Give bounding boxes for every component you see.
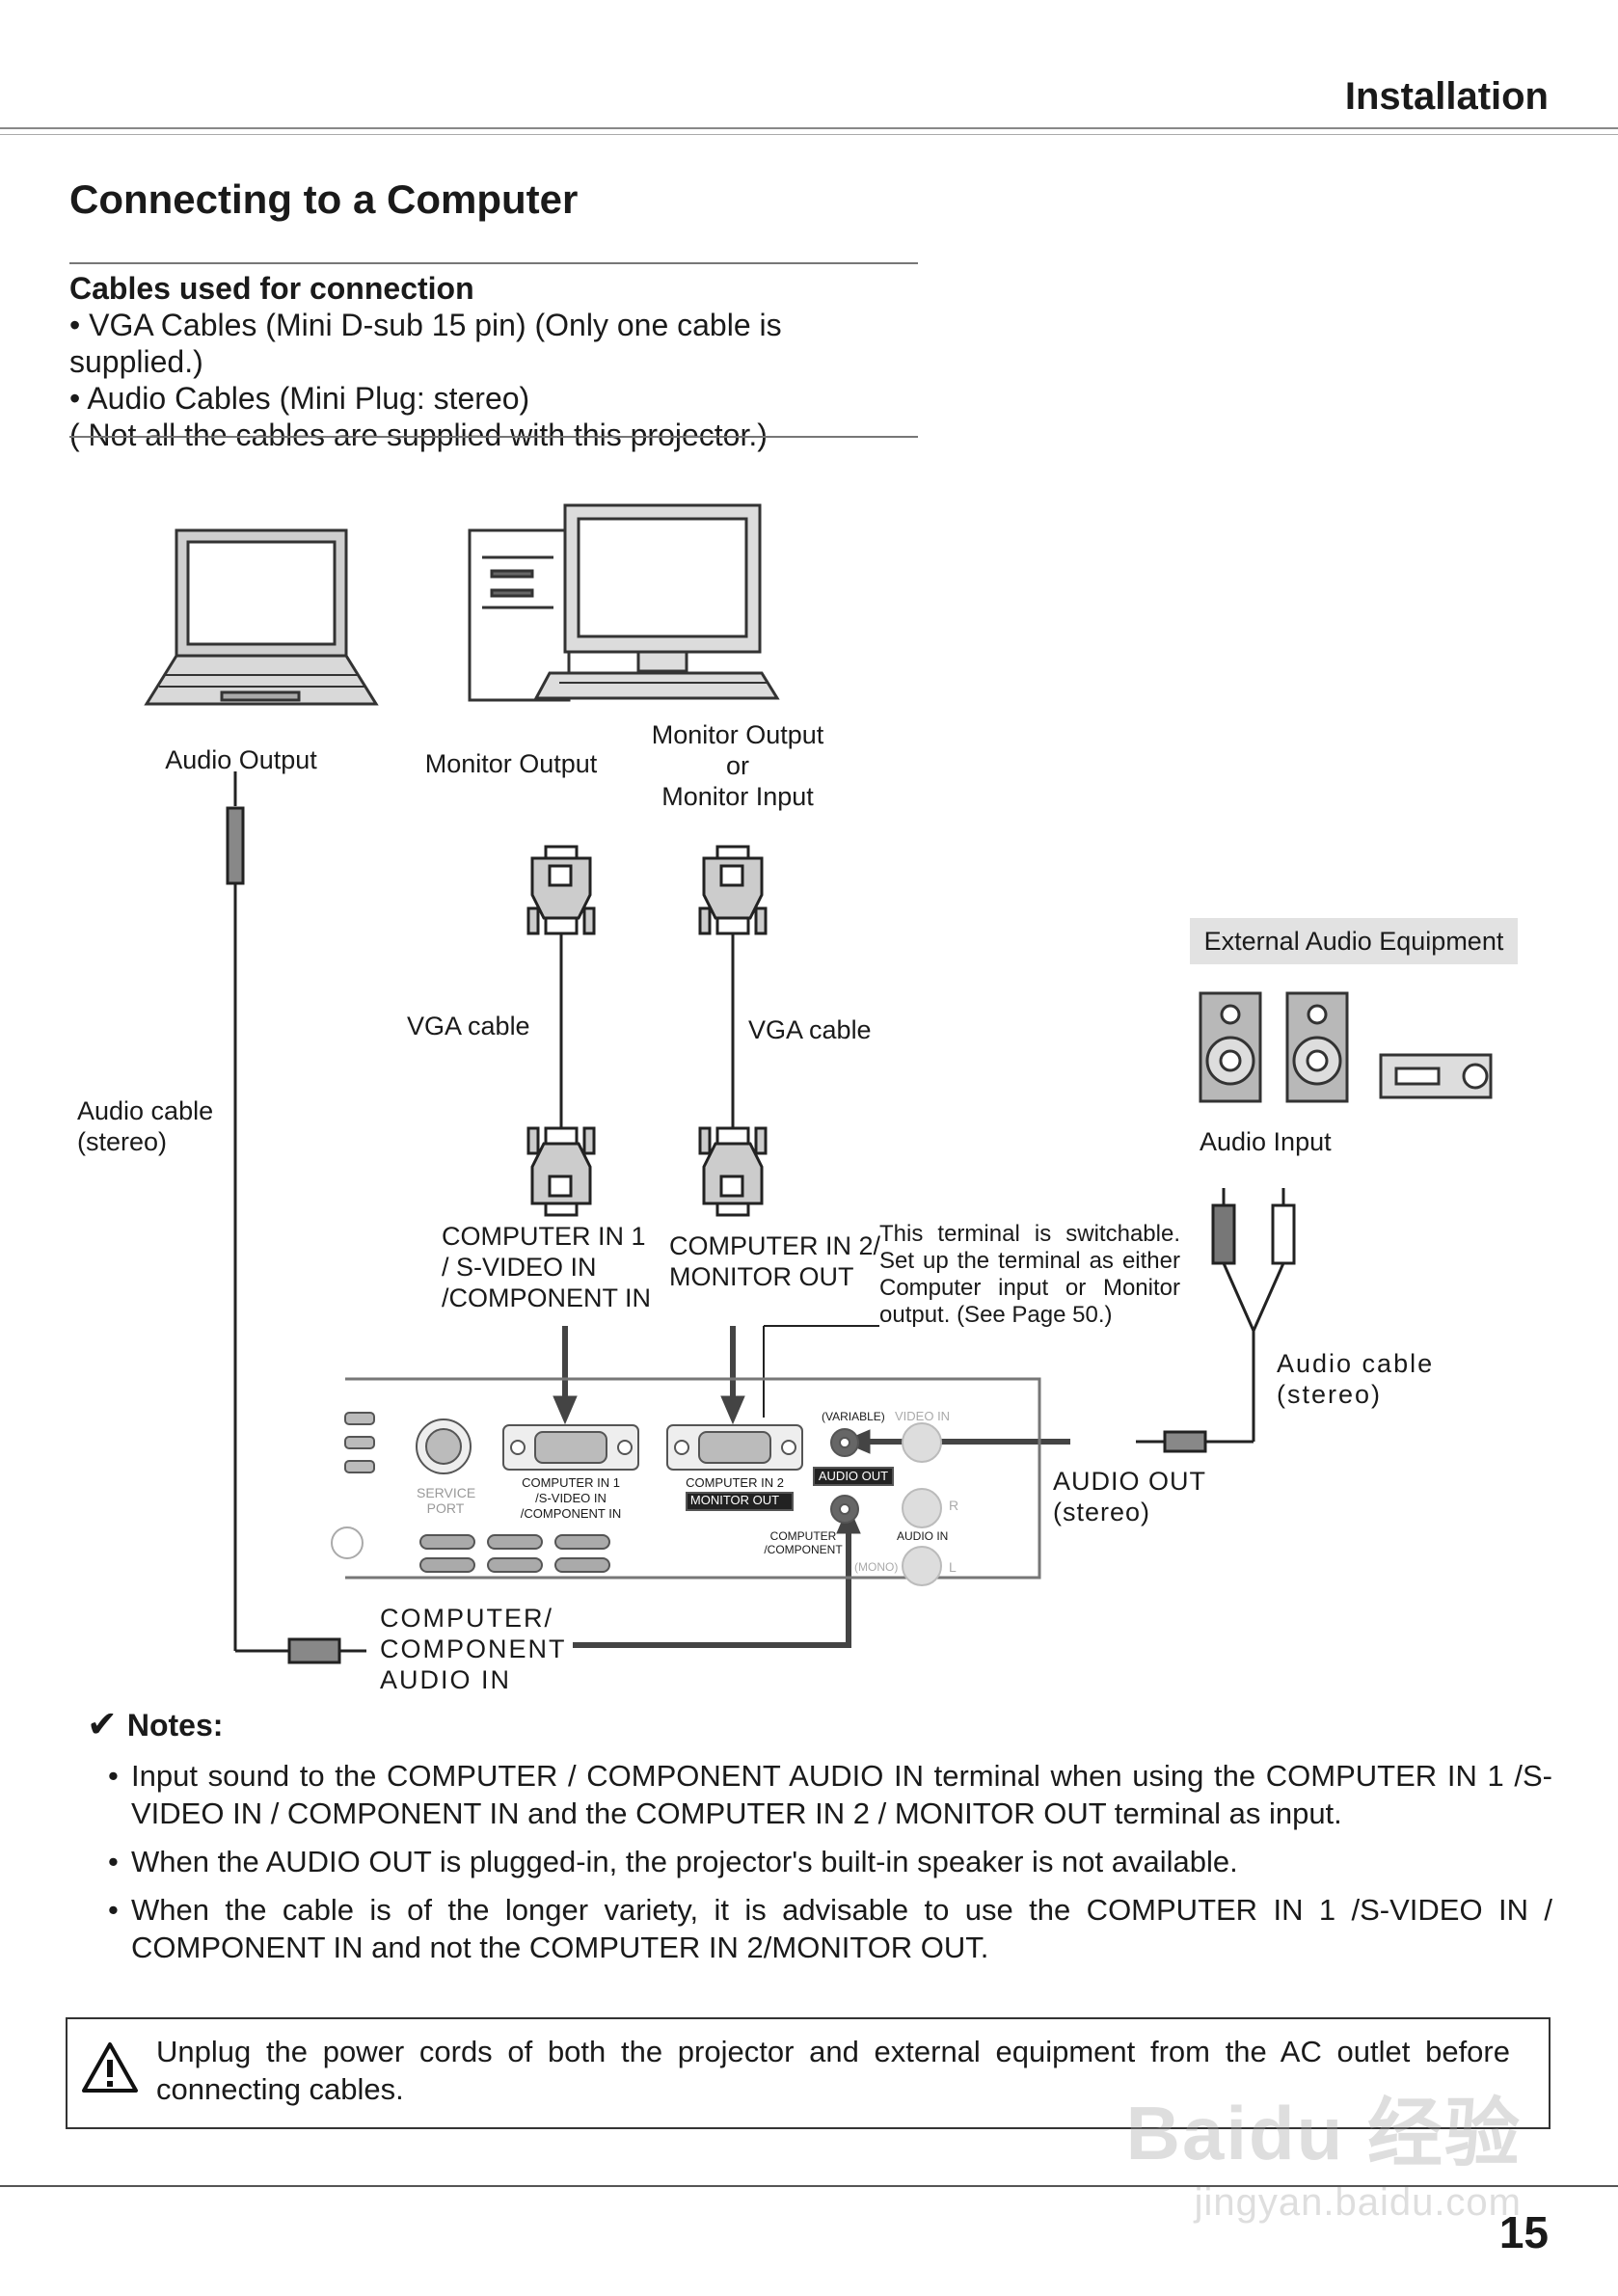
arrow-audio-out (841, 1429, 1070, 1454)
label-line: COMPUTER IN 2 (686, 1475, 784, 1490)
cables-section: Cables used for connection • VGA Cables … (69, 270, 918, 453)
label-line: (stereo) (77, 1127, 168, 1156)
page-title: Connecting to a Computer (69, 176, 579, 222)
vga-plug-top-right (698, 845, 768, 935)
header-rule (0, 127, 1618, 129)
notes-list: Input sound to the COMPUTER / COMPONENT … (87, 1757, 1552, 1966)
header-rule-thin (0, 134, 1618, 135)
label-line: /S-VIDEO IN (535, 1491, 607, 1505)
cables-bottom-rule (69, 436, 918, 438)
notes-heading-text: Notes: (126, 1707, 224, 1742)
arrow-audio-in (573, 1504, 861, 1648)
amplifier-icon (1379, 1053, 1493, 1099)
notes-section: ✔ Notes: Input sound to the COMPUTER / C… (87, 1707, 1552, 1977)
diagram-drawing (144, 503, 1493, 1664)
panel-variable-label: (VARIABLE) (822, 1410, 885, 1423)
baidu-watermark-url: jingyan.baidu.com (1194, 2181, 1522, 2224)
cables-item: • Audio Cables (Mini Plug: stereo) (69, 381, 530, 416)
audio-cable-left-label: Audio cable (stereo) (77, 1095, 213, 1157)
monitor-output-or-input-label: Monitor Output or Monitor Input (636, 719, 839, 812)
label-line: COMPUTER IN 1 (442, 1222, 646, 1251)
label-line: PORT (426, 1500, 465, 1516)
label-line: /COMPONENT (764, 1543, 843, 1556)
footer-rule (0, 2185, 1618, 2187)
panel-mono-label: (MONO) (854, 1560, 899, 1574)
checkmark-icon: ✔ (87, 1705, 118, 1745)
cables-heading: Cables used for connection (69, 271, 474, 306)
label-line: AUDIO IN (380, 1665, 512, 1694)
speaker-icon (1285, 991, 1349, 1103)
panel-l-label: L (949, 1559, 957, 1575)
section-header: Installation (1344, 75, 1549, 118)
note-item: Input sound to the COMPUTER / COMPONENT … (87, 1757, 1552, 1832)
arrow-computer-in-2 (720, 1326, 745, 1425)
label-line: / S-VIDEO IN (442, 1253, 597, 1282)
monitor-icon (533, 503, 780, 700)
panel-computer-component-label: COMPUTER /COMPONENT (762, 1529, 845, 1556)
note-item: When the AUDIO OUT is plugged-in, the pr… (87, 1843, 1552, 1880)
connection-diagram: Audio Output Monitor Output Monitor Outp… (0, 463, 1618, 1707)
speaker-icon (1199, 991, 1262, 1103)
note-item: When the cable is of the longer variety,… (87, 1891, 1552, 1966)
vga-cable-right-label: VGA cable (748, 1015, 872, 1044)
label-line: AUDIO OUT (1053, 1467, 1207, 1496)
vga-cable-left-label: VGA cable (407, 1012, 530, 1040)
label-line: or (725, 751, 749, 780)
panel-service-port-label: SERVICE PORT (417, 1485, 476, 1516)
cables-item: ( Not all the cables are supplied with t… (69, 418, 768, 452)
cables-top-rule (69, 262, 918, 264)
page-number: 15 (1498, 2207, 1549, 2257)
vga-plug-bottom-right (698, 1126, 768, 1217)
warning-box: Unplug the power cords of both the proje… (66, 2017, 1551, 2129)
label-line: (stereo) (1277, 1380, 1383, 1409)
label-line: /COMPONENT IN (442, 1283, 652, 1312)
notes-heading: ✔ Notes: (87, 1707, 1552, 1743)
switchable-terminal-note: This terminal is switchable. Set up the … (879, 1221, 1180, 1328)
label-line: COMPUTER IN 2/ (669, 1231, 881, 1260)
panel-audio-in-label: AUDIO IN (897, 1529, 949, 1543)
laptop-icon (144, 528, 379, 706)
label-line: /COMPONENT IN (520, 1506, 622, 1521)
external-audio-equipment-label: External Audio Equipment (1190, 918, 1518, 964)
label-line: Monitor Input (661, 782, 814, 811)
computer-in-1-label: COMPUTER IN 1 / S-VIDEO IN /COMPONENT IN (442, 1221, 651, 1313)
panel-audio-out-label: AUDIO OUT (818, 1469, 889, 1483)
warning-text: Unplug the power cords of both the proje… (156, 2035, 1510, 2106)
computer-in-2-label: COMPUTER IN 2/ MONITOR OUT (669, 1230, 880, 1292)
computer-component-audio-in-label: COMPUTER/ COMPONENT AUDIO IN (380, 1603, 567, 1695)
rca-audio-cable (1136, 1188, 1296, 1453)
label-line: Audio cable (1277, 1349, 1435, 1378)
label-line: Monitor Output (651, 720, 824, 749)
warning-icon (81, 2040, 139, 2099)
baidu-watermark: Baidu 经验 (1125, 2091, 1522, 2175)
audio-input-label: Audio Input (1200, 1127, 1332, 1156)
vga-plug-top-left (526, 845, 596, 935)
cables-item: • VGA Cables (Mini D-sub 15 pin) (Only o… (69, 308, 782, 379)
label-line: COMPUTER (769, 1529, 837, 1543)
label-line: Audio cable (77, 1096, 214, 1125)
label-line: COMPUTER/ (380, 1604, 553, 1633)
audio-output-label: Audio Output (165, 745, 317, 774)
label-line: COMPONENT (380, 1634, 567, 1663)
label-line: COMPUTER IN 1 (522, 1475, 620, 1490)
audio-out-label: AUDIO OUT (stereo) (1053, 1466, 1206, 1527)
monitor-output-label: Monitor Output (424, 749, 598, 778)
label-line: MONITOR OUT (669, 1262, 854, 1291)
panel-r-label: R (949, 1498, 959, 1513)
label-line: (stereo) (1053, 1498, 1151, 1526)
audio-cable-left (226, 771, 366, 1664)
panel-video-in-label: VIDEO IN (895, 1409, 951, 1423)
panel-computer-in-2-label: COMPUTER IN 2 MONITOR OUT (667, 1475, 802, 1508)
vga-plug-bottom-left (526, 1126, 596, 1217)
projector-rear-panel (331, 1377, 1041, 1586)
label-line: MONITOR OUT (689, 1493, 780, 1507)
audio-cable-right-label: Audio cable (stereo) (1277, 1348, 1434, 1410)
panel-computer-in-1-label: COMPUTER IN 1 /S-VIDEO IN /COMPONENT IN (503, 1475, 638, 1522)
label-line: SERVICE (417, 1485, 476, 1500)
arrow-computer-in-1 (553, 1326, 578, 1425)
